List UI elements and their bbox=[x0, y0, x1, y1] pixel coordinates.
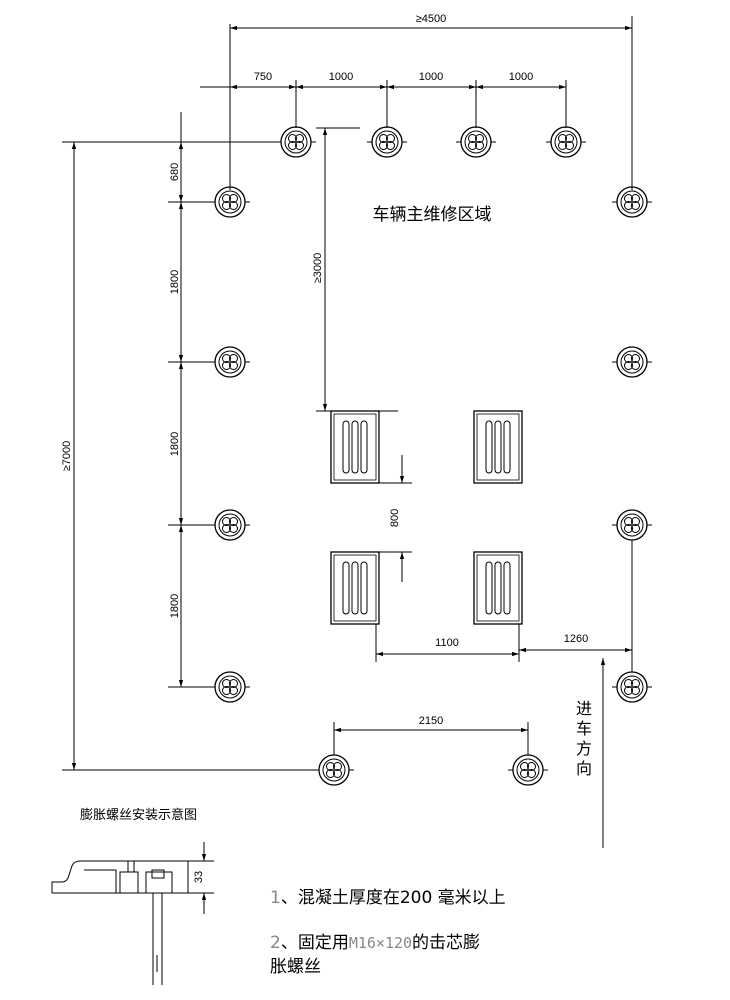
anchor-bolt-icon bbox=[611, 346, 653, 378]
anchor-detail-drawing bbox=[51, 842, 214, 985]
area-label: 车辆主维修区域 bbox=[373, 205, 492, 225]
wheel-pads bbox=[330, 410, 523, 625]
anchor-bolt-icon bbox=[455, 126, 497, 158]
dim-1000-b: 1000 bbox=[419, 71, 443, 83]
note-2: 2、固定用M16×120的击芯膨胀螺丝 bbox=[270, 931, 720, 979]
anchor-bolt-icon bbox=[209, 509, 251, 541]
entry-char: 方 bbox=[576, 739, 592, 758]
entry-char: 车 bbox=[576, 719, 592, 738]
anchor-bolt-icon bbox=[507, 754, 549, 786]
anchor-bolt-icon bbox=[275, 126, 317, 158]
anchor-bolt-icon bbox=[611, 186, 653, 218]
anchor-bolt-icon bbox=[209, 186, 251, 218]
dim-total-height: ≥7000 bbox=[61, 441, 73, 472]
anchor-bolt-icon bbox=[611, 509, 653, 541]
dim-680: 680 bbox=[169, 163, 181, 181]
wheel-pad bbox=[330, 410, 380, 484]
note-separator: 、 bbox=[280, 933, 298, 953]
dim-1800-b: 1800 bbox=[169, 432, 181, 456]
note-number: 1 bbox=[270, 888, 281, 908]
note-text-line2: 胀螺丝 bbox=[270, 957, 321, 977]
dim-800: 800 bbox=[389, 509, 401, 527]
note-separator: 、 bbox=[280, 888, 298, 908]
dim-1100: 1100 bbox=[435, 637, 459, 649]
dim-2150: 2150 bbox=[419, 715, 443, 727]
dim-1000-a: 1000 bbox=[329, 71, 353, 83]
note-1: 1、混凝土厚度在200 毫米以上 bbox=[270, 886, 720, 910]
dim-1800-c: 1800 bbox=[169, 594, 181, 618]
wheel-pad bbox=[473, 551, 523, 625]
entry-direction-label: 进 车 方 向 bbox=[576, 699, 592, 778]
anchor-bolt-icon bbox=[366, 126, 408, 158]
wheel-pad bbox=[330, 551, 380, 625]
dim-clearance: ≥3000 bbox=[312, 253, 324, 284]
note-text-post: 的击芯膨 bbox=[412, 933, 481, 953]
dim-1000-c: 1000 bbox=[509, 71, 533, 83]
anchor-bolt-icon bbox=[209, 346, 251, 378]
wheel-pad bbox=[473, 410, 523, 484]
anchor-bolts bbox=[209, 126, 653, 786]
dimension-lines bbox=[62, 16, 633, 848]
dim-total-width: ≥4500 bbox=[416, 13, 447, 25]
anchor-bolt-icon bbox=[611, 671, 653, 703]
note-spec: M16×120 bbox=[348, 934, 413, 952]
dim-1800-a: 1800 bbox=[169, 270, 181, 294]
anchor-bolt-icon bbox=[545, 126, 587, 158]
anchor-bolt-icon bbox=[209, 671, 251, 703]
dimension-labels: ≥4500 750 1000 1000 1000 680 1800 1800 1… bbox=[61, 13, 588, 727]
note-text: 混凝土厚度在200 毫米以上 bbox=[297, 888, 506, 908]
dim-750: 750 bbox=[254, 71, 272, 83]
anchor-detail-title: 膨胀螺丝安装示意图 bbox=[80, 807, 197, 823]
anchor-bolt-icon bbox=[313, 754, 355, 786]
entry-char: 向 bbox=[576, 759, 592, 778]
note-text-pre: 固定用 bbox=[297, 933, 349, 953]
entry-char: 进 bbox=[576, 699, 592, 718]
dim-1260: 1260 bbox=[564, 633, 588, 645]
note-number: 2 bbox=[270, 933, 281, 953]
dim-33: 33 bbox=[193, 871, 205, 883]
